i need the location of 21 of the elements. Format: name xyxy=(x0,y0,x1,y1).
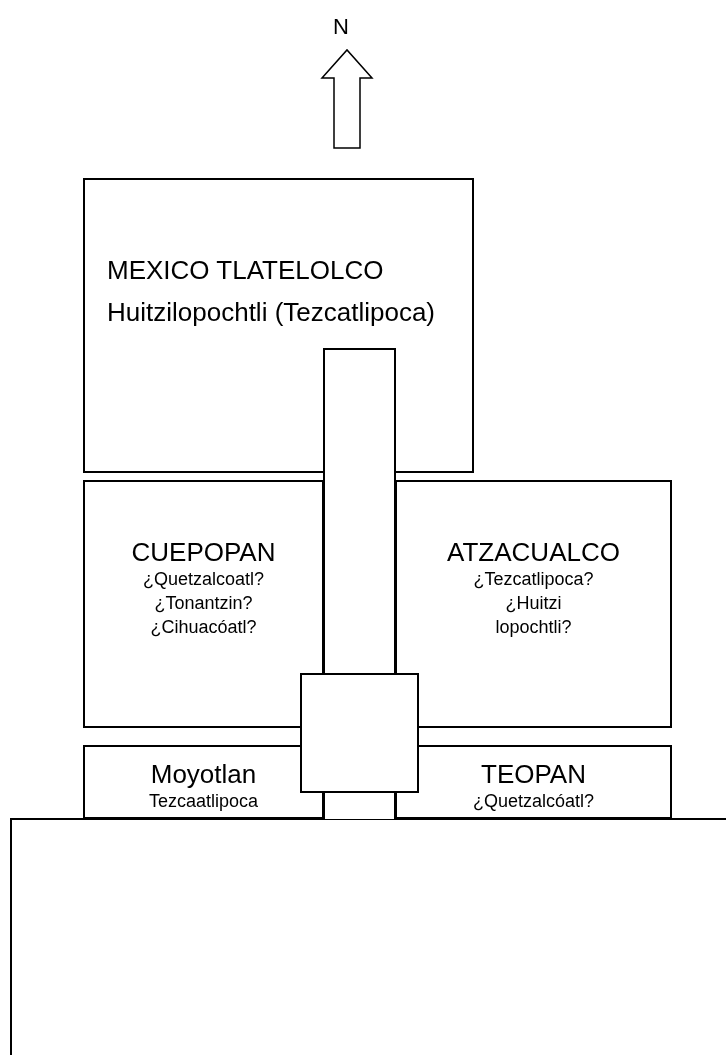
district-box xyxy=(395,745,672,819)
district-name: TEOPAN xyxy=(480,759,587,789)
deity-name: Tezcaatlipoca xyxy=(147,790,260,813)
deity-name: ¿Tonantzin? xyxy=(153,592,254,615)
district-box xyxy=(83,480,324,728)
north-label: N xyxy=(333,14,349,40)
deity-name: ¿Huitzi lopochtli? xyxy=(494,592,573,639)
deity-name: Huitzilopochtli (Tezcatlipoca) xyxy=(107,297,437,327)
district-name: ATZACUALCO xyxy=(446,537,621,567)
deity-name: ¿Cihuacóatl? xyxy=(149,616,258,639)
lower-band xyxy=(10,818,726,1055)
district-box xyxy=(395,480,672,728)
deity-name: ¿Tezcatlipoca? xyxy=(472,568,595,591)
district-name: MEXICO TLATELOLCO xyxy=(107,255,385,285)
district-name: Moyotlan xyxy=(149,759,258,789)
deity-name: ¿Quetzalcóatl? xyxy=(471,790,596,813)
plaza-square xyxy=(300,673,419,793)
district-box xyxy=(83,745,324,819)
district-box xyxy=(83,178,474,473)
deity-name: ¿Quetzalcoatl? xyxy=(141,568,266,591)
district-name: CUEPOPAN xyxy=(130,537,277,567)
